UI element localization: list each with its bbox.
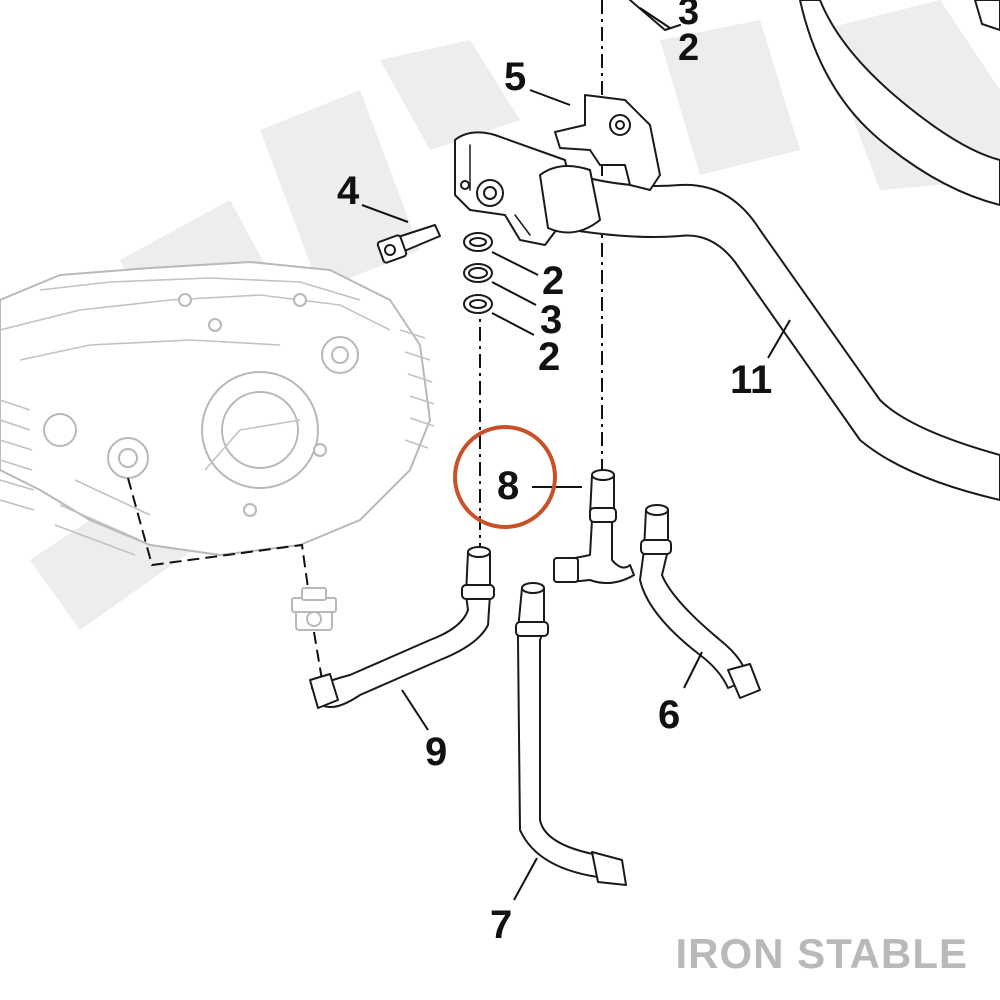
hose-7: [515, 582, 627, 886]
leader-lines: [361, 7, 791, 901]
hose-9: [309, 546, 495, 709]
callout-2-top: 2: [678, 27, 699, 69]
seal-stack: [463, 232, 493, 314]
callout-7: 7: [490, 903, 512, 947]
callout-2-a: 2: [542, 259, 564, 303]
callout-6: 6: [658, 693, 680, 737]
callout-8-highlight-ring: [453, 425, 557, 529]
watermark-text: IRON STABLE: [675, 930, 968, 977]
bolt-4: [376, 224, 441, 264]
hose-6: [639, 504, 761, 699]
drain-plug-ghost: [291, 587, 337, 631]
hose-8-fitting: [553, 469, 635, 585]
callout-labels: 3 2 5 4 2 3 2 11 8 9 6 7: [337, 0, 772, 947]
callout-11: 11: [730, 358, 772, 402]
callout-3-mid: 3: [540, 298, 562, 342]
alignment-lines: [127, 0, 603, 681]
callout-3-top: 3: [678, 0, 699, 33]
callout-8: 8: [497, 464, 519, 508]
callout-4: 4: [337, 169, 360, 213]
engine-case-ghost: [0, 261, 435, 556]
callout-2-b: 2: [538, 335, 560, 379]
callout-9: 9: [425, 730, 447, 774]
fitting-block-5: [454, 94, 661, 246]
callout-5: 5: [504, 55, 526, 99]
